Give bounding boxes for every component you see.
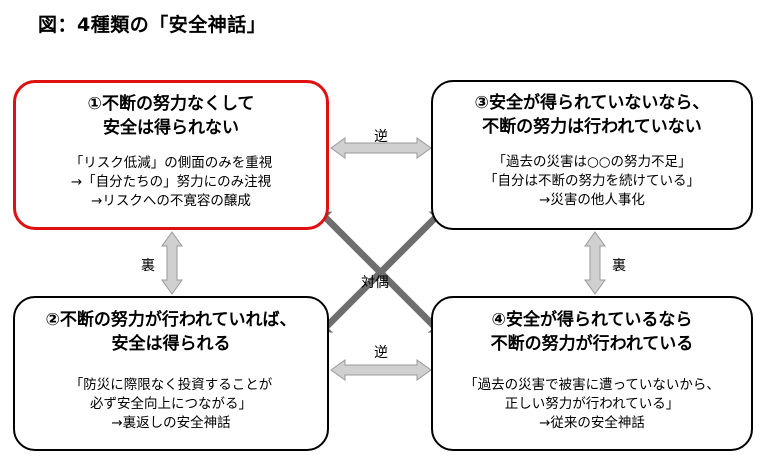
inverse-label-left: 裏 xyxy=(141,258,155,274)
box-4-body-line: 「過去の災害で被害に遭っていないから、 xyxy=(464,377,720,393)
box-2-heading-line: ②不断の努力が行われていれば、 xyxy=(45,310,297,330)
converse-label-bottom: 逆 xyxy=(374,345,388,361)
inverse-arrow-left xyxy=(161,231,183,295)
myth-box-2: ②不断の努力が行われていれば、 安全は得られる 「防災に際限なく投資することが … xyxy=(13,296,329,451)
box-2-body: 「防災に際限なく投資することが 必ず安全向上につながる」 →裏返しの安全神話 xyxy=(15,376,327,433)
diagonal-arrow-3-2 xyxy=(320,211,442,333)
box-3-heading: ③安全が得られていないなら、 不断の努力は行われていない xyxy=(433,91,751,139)
box-3-heading-line: 不断の努力は行われていない xyxy=(482,117,702,137)
box-2-heading-line: 安全は得られる xyxy=(111,334,231,354)
inverse-label-right: 裏 xyxy=(612,258,626,274)
box-1-heading-line: ①不断の努力なくして xyxy=(87,94,255,114)
myth-box-3: ③安全が得られていないなら、 不断の努力は行われていない 「過去の災害は○○の努… xyxy=(431,80,753,230)
box-4-heading-line: 不断の努力が行われている xyxy=(490,334,694,354)
box-1-heading-line: 安全は得られない xyxy=(103,118,239,138)
box-2-body-line: →裏返しの安全神話 xyxy=(111,415,231,431)
inverse-arrow-right xyxy=(584,231,606,295)
figure-title: 図：4種類の「安全神話」 xyxy=(38,14,267,36)
myth-box-1: ①不断の努力なくして 安全は得られない 「リスク低減」の側面のみを重視 →「自分… xyxy=(13,80,329,230)
box-1-body: 「リスク低減」の側面のみを重視 →「自分たちの」努力にのみ注視 →リスクへの不寛… xyxy=(16,154,326,211)
box-3-body: 「過去の災害は○○の努力不足」 「自分は不断の努力を続けている」 →災害の他人事… xyxy=(433,153,751,210)
converse-label-top: 逆 xyxy=(374,129,388,145)
box-1-body-line: →リスクへの不寛容の醸成 xyxy=(91,193,251,209)
box-3-heading-line: ③安全が得られていないなら、 xyxy=(474,93,710,113)
myth-box-4: ④安全が得られているなら 不断の努力が行われている 「過去の災害で被害に遭ってい… xyxy=(431,296,753,451)
box-4-heading: ④安全が得られているなら 不断の努力が行われている xyxy=(433,308,751,356)
box-3-body-line: 「自分は不断の努力を続けている」 xyxy=(484,173,700,189)
contrapositive-cross xyxy=(319,211,442,333)
contrapositive-label: 対偶 xyxy=(361,275,389,291)
box-2-heading: ②不断の努力が行われていれば、 安全は得られる xyxy=(15,308,327,356)
box-4-body-line: 正しい努力が行われている」 xyxy=(504,396,680,412)
box-2-body-line: 「防災に際限なく投資することが xyxy=(69,377,273,393)
converse-arrow-bottom xyxy=(330,359,432,381)
box-4-body-line: →従来の安全神話 xyxy=(539,415,645,431)
box-1-heading: ①不断の努力なくして 安全は得られない xyxy=(16,92,326,140)
box-4-heading-line: ④安全が得られているなら xyxy=(491,310,693,330)
box-3-body-line: 「過去の災害は○○の努力不足」 xyxy=(492,154,692,170)
box-3-body-line: →災害の他人事化 xyxy=(539,192,645,208)
box-1-body-line: 「リスク低減」の側面のみを重視 xyxy=(69,155,273,171)
box-1-body-line: →「自分たちの」努力にのみ注視 xyxy=(70,174,272,190)
box-4-body: 「過去の災害で被害に遭っていないから、 正しい努力が行われている」 →従来の安全… xyxy=(433,376,751,433)
box-2-body-line: 必ず安全向上につながる」 xyxy=(90,396,252,412)
